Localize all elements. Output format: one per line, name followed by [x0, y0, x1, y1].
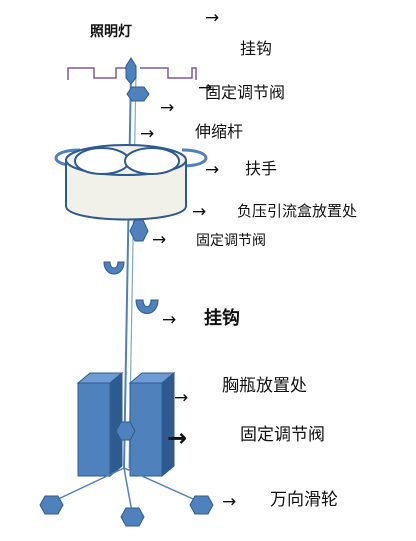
valve-2-label: 固定调节阀: [196, 233, 266, 249]
bottle-holder-right: [128, 371, 176, 478]
hook-mid-shape: [135, 299, 159, 314]
drainage-box-lid-right: [124, 147, 180, 175]
lamp-label: 照明灯: [90, 24, 132, 40]
lamp-bracket-line: [67, 67, 128, 80]
wheel-label: 万向滑轮: [270, 490, 338, 510]
arrow-icon: →: [162, 310, 177, 330]
arrow-icon: →: [152, 230, 167, 250]
rod-label: 伸缩杆: [195, 122, 244, 141]
handle-label: 扶手: [245, 159, 278, 178]
wheel-right: [189, 495, 214, 515]
hook-mid-label: 挂钩: [204, 308, 240, 329]
wheel-left: [39, 495, 64, 515]
valve-1-shape: [126, 86, 150, 102]
arrow-icon: →: [205, 160, 220, 180]
handle-right: [181, 148, 208, 168]
bold-arrow-icon: →: [167, 424, 188, 452]
hook-left-shape: [103, 261, 125, 275]
lamp-bracket-line-right: [140, 67, 197, 80]
valve-3-shape: [115, 421, 136, 441]
arrow-icon: →: [205, 8, 220, 28]
arrow-icon: →: [174, 388, 189, 408]
bottle-label: 胸瓶放置处: [222, 376, 307, 396]
drainage-box-lid-left: [74, 147, 130, 175]
base-leg-center: [123, 467, 133, 513]
valve-1-label: 固定调节阀: [205, 83, 286, 102]
wheel-center: [120, 507, 145, 527]
base-leg-right: [123, 467, 203, 504]
valve-2-shape: [129, 219, 149, 242]
arrow-icon: →: [160, 98, 175, 118]
arrow-icon: →: [198, 78, 213, 98]
lamp-fitting: [125, 57, 137, 85]
telescopic-pole: [123, 71, 132, 469]
arrow-icon: →: [192, 202, 207, 222]
bottle-holder-left: [76, 371, 124, 478]
hook-top-label: 挂钩: [240, 39, 273, 58]
arrow-icon: →: [140, 124, 155, 144]
base-leg-left: [51, 467, 125, 503]
valve-3-label: 固定调节阀: [240, 425, 325, 445]
arrow-icon: →: [222, 492, 237, 512]
drainage-box-label: 负压引流盒放置处: [237, 202, 358, 220]
